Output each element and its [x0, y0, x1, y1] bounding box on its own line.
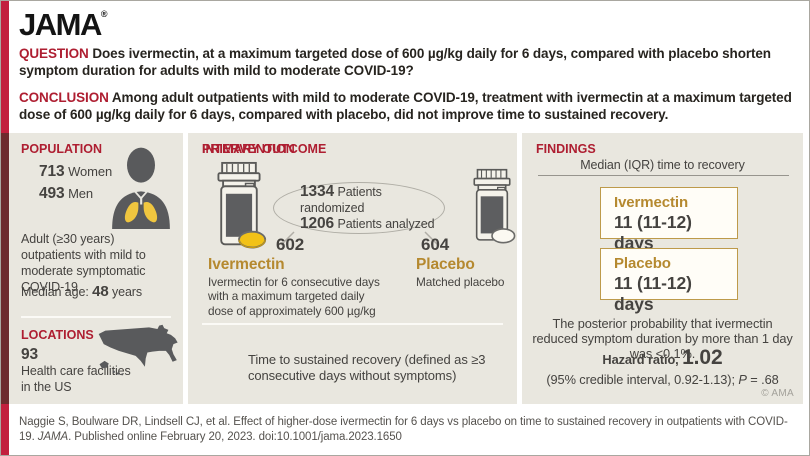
result-box-value: 11 (11-12) days	[614, 273, 692, 314]
arm2-count: 604	[421, 235, 450, 254]
registered-mark: ®	[100, 9, 108, 19]
p-label: P	[738, 372, 747, 387]
pill-bottle-ivermectin-icon	[217, 161, 267, 249]
women-stat: 713 Women	[39, 161, 112, 183]
locations-title: LOCATIONS	[21, 328, 94, 342]
randomization-bubble: 1334 Patients randomized 1206 Patients a…	[273, 182, 445, 234]
result-box-name: Ivermectin	[614, 194, 689, 211]
result-box-name: Placebo	[614, 255, 671, 272]
median-age: Median age: 48 years	[21, 283, 142, 300]
arm2-description: Matched placebo	[416, 275, 505, 289]
bubble-connector-lines	[280, 231, 439, 246]
person-with-lungs-icon	[112, 147, 170, 229]
population-title: POPULATION	[21, 142, 103, 156]
pill-bottle-placebo-icon	[473, 168, 516, 244]
conclusion-text: Among adult outpatients with mild to mod…	[19, 90, 792, 123]
intervention-panel: INTERVENTION 1334 Patients randomized 12…	[188, 133, 517, 404]
population-stats: 713 Women 493 Men	[39, 161, 112, 205]
median-age-label: Median age:	[21, 285, 89, 299]
question-paragraph: QUESTION Does ivermectin, at a maximum t…	[19, 45, 797, 80]
findings-underline	[538, 175, 789, 176]
hazard-ratio-label: Hazard ratio,	[602, 352, 683, 367]
hazard-ratio-value: 1.02	[682, 346, 723, 369]
men-stat: 493 Men	[39, 183, 112, 205]
men-count: 493	[39, 185, 65, 202]
p-value: = .68	[746, 372, 779, 387]
question-text: Does ivermectin, at a maximum targeted d…	[19, 46, 771, 79]
conclusion-label: CONCLUSION	[19, 90, 109, 105]
findings-panel: FINDINGS Median (IQR) time to recovery I…	[522, 133, 803, 404]
women-label: Women	[68, 164, 113, 179]
men-label: Men	[68, 186, 94, 201]
accent-bar-middle	[1, 133, 9, 404]
randomized-count: 1334	[300, 183, 335, 200]
question-label: QUESTION	[19, 46, 89, 61]
population-description: Adult (≥30 years) outpatients with mild …	[21, 232, 146, 294]
population-locations-panel: POPULATION 713 Women 493 Men Adult (≥30 …	[9, 133, 183, 404]
median-age-value: 48	[92, 283, 109, 300]
credible-interval-text: (95% credible interval, 0.92-1.13);	[546, 372, 739, 387]
citation-doi: . Published online February 20, 2023. do…	[68, 431, 402, 444]
randomized-row: 1334 Patients randomized	[300, 184, 444, 216]
posterior-probability-text: The posterior probability that ivermecti…	[532, 316, 793, 362]
result-box-ivermectin: Ivermectin 11 (11-12) days	[600, 187, 738, 253]
us-map-icon	[98, 324, 178, 376]
randomized-label: Patients randomized	[300, 185, 382, 215]
findings-subtitle: Median (IQR) time to recovery	[580, 158, 745, 172]
credible-interval-line: (95% credible interval, 0.92-1.13); P = …	[522, 372, 803, 387]
hazard-ratio-line: Hazard ratio, 1.02	[522, 346, 803, 370]
analyzed-count: 1206	[300, 215, 335, 232]
findings-title: FINDINGS	[536, 142, 596, 156]
median-age-suffix: years	[111, 285, 143, 299]
conclusion-paragraph: CONCLUSION Among adult outpatients with …	[19, 89, 797, 124]
arm2-name: Placebo	[416, 256, 475, 273]
jama-logo: JAMA®	[19, 7, 107, 43]
citation-text: Naggie S, Boulware DR, Lindsell CJ, et a…	[19, 416, 788, 444]
citation: Naggie S, Boulware DR, Lindsell CJ, et a…	[19, 415, 794, 445]
panel-divider	[202, 323, 503, 325]
arm1-description: Ivermectin for 6 consecutive days with a…	[208, 275, 380, 318]
panel-divider	[21, 316, 171, 318]
women-count: 713	[39, 163, 65, 180]
intervention-title: INTERVENTION	[202, 142, 295, 156]
arm1-name: Ivermectin	[208, 256, 285, 273]
accent-bar-top	[1, 1, 9, 133]
citation-journal: JAMA	[37, 431, 69, 444]
jama-logo-text: JAMA	[19, 7, 102, 42]
ama-copyright: © AMA	[761, 388, 794, 399]
analyzed-label: Patients analyzed	[337, 217, 435, 231]
accent-bar-bottom	[1, 404, 9, 455]
primary-outcome-text: Time to sustained recovery (defined as ≥…	[248, 352, 486, 384]
primary-outcome-title: PRIMARY OUTCOME	[202, 142, 327, 156]
result-box-placebo: Placebo 11 (11-12) days	[600, 248, 738, 314]
analyzed-row: 1206 Patients analyzed	[300, 216, 444, 232]
locations-count: 93	[21, 346, 39, 363]
arm1-count: 602	[276, 235, 305, 254]
